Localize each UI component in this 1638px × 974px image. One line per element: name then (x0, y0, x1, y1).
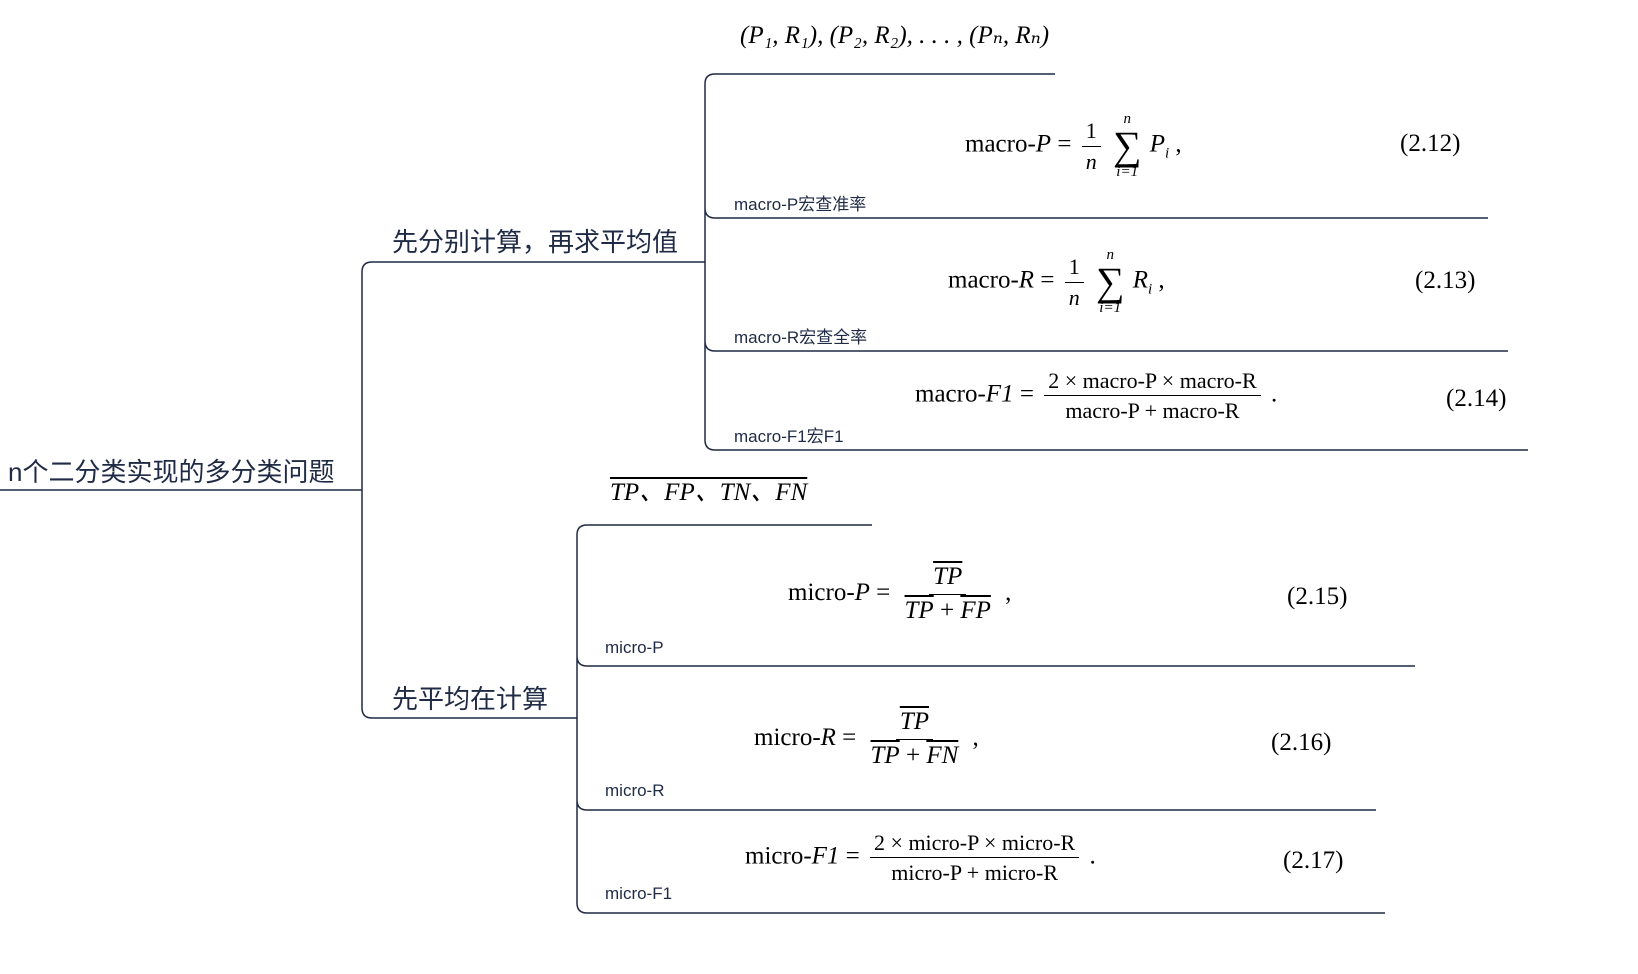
branch-macro[interactable]: 先分别计算，再求平均值 (392, 227, 679, 257)
connector-root-branches (361, 261, 705, 719)
branch-micro[interactable]: 先平均在计算 (392, 684, 549, 714)
macro-pairs: (P₁, R₁), (P₂, R₂), . . . , (Pₙ, Rₙ) (740, 22, 1050, 49)
connector-micro-children (576, 524, 1415, 914)
eq-number-2-15: (2.15) (1287, 583, 1348, 610)
eq-number-2-14: (2.14) (1446, 385, 1507, 412)
node-macro-p[interactable]: macro-P宏查准率 (734, 195, 867, 214)
eq-number-2-17: (2.17) (1283, 847, 1344, 874)
micro-averages: TP、FP、TN、FN (610, 479, 808, 506)
node-micro-r[interactable]: micro-R (605, 781, 665, 800)
connector-macro-children (704, 73, 1528, 451)
root-topic[interactable]: n个二分类实现的多分类问题 (8, 457, 335, 487)
eq-number-2-13: (2.13) (1415, 267, 1476, 294)
node-micro-f1[interactable]: micro-F1 (605, 884, 673, 903)
node-macro-r[interactable]: macro-R宏查全率 (734, 328, 868, 347)
node-micro-p[interactable]: micro-P (605, 638, 664, 657)
eq-number-2-12: (2.12) (1400, 130, 1461, 157)
node-macro-f1[interactable]: macro-F1宏F1 (734, 427, 844, 446)
eq-number-2-16: (2.16) (1271, 729, 1332, 756)
